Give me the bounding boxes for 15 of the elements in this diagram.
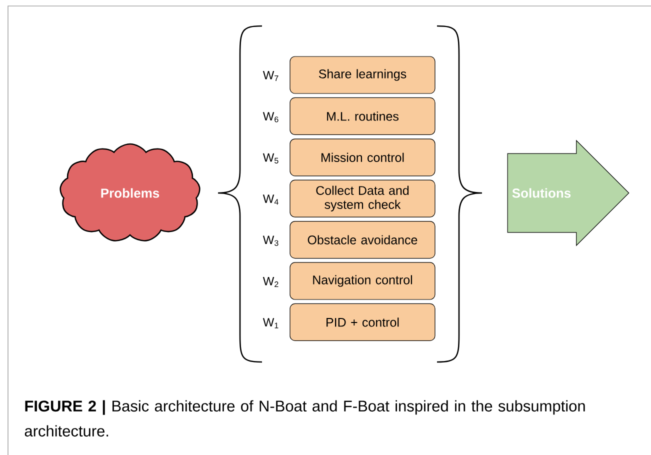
layer-box: M.L. routines xyxy=(290,97,436,135)
layer-box: Mission control xyxy=(290,138,436,176)
layer-box: Share learnings xyxy=(290,56,436,94)
layer-label: W$_{6}$ xyxy=(262,112,278,122)
layer-box: Navigation control xyxy=(290,262,436,300)
layer-label: W$_{2}$ xyxy=(262,276,278,288)
layer-box: PID + control xyxy=(290,303,436,341)
layer-label: W$_{1}$ xyxy=(262,318,278,328)
layer-label: W$_{3}$ xyxy=(262,236,278,246)
layer-box: Collect Data and system check xyxy=(290,180,436,218)
layer-label: W$_{4}$ xyxy=(262,194,278,205)
figure-caption: FIGURE 2 | Basic architecture of N-Boat and F-Boat inspired in the subsumption architecture. xyxy=(24,400,585,437)
layer-box: Obstacle avoidance xyxy=(290,220,436,259)
layer-label: W$_{5}$ xyxy=(262,153,278,164)
layer-label: W$_{7}$ xyxy=(262,70,278,82)
